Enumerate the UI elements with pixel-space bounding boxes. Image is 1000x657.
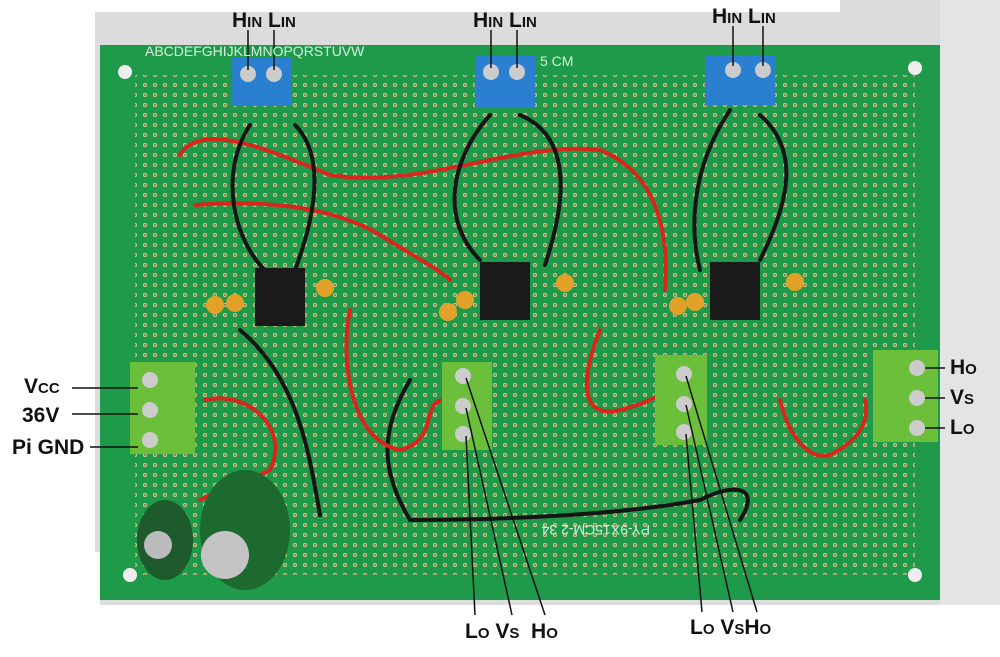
blue-terminal-blocks — [232, 55, 775, 108]
label-vs-right: VS — [950, 386, 975, 409]
label-lo-right: LO — [950, 416, 975, 439]
label-36v: 36V — [22, 404, 60, 427]
label-lo-vs-ho-1: LO VS HO — [465, 620, 558, 643]
board-model-text: PY-9X15CM-2 34 — [541, 522, 650, 538]
green-terminal-blocks — [130, 350, 938, 454]
label-lo-vs-ho-2: LO VSHO — [690, 616, 772, 639]
ic-sockets — [255, 262, 760, 326]
label-hin-lin-3: HIN LIN — [712, 5, 776, 28]
wires — [178, 108, 869, 523]
electrolytic-capacitors — [137, 470, 290, 590]
board-size-text: 5 CM — [540, 53, 573, 69]
annotation-leader-lines — [72, 26, 945, 616]
label-pi-gnd: Pi GND — [12, 436, 85, 459]
ceramic-capacitors — [206, 273, 804, 321]
label-ho-right: HO — [950, 356, 977, 379]
label-hin-lin-1: HIN LIN — [232, 9, 296, 32]
board-column-letters: ABCDEFGHIJKLMNOPQRSTUVW — [145, 43, 365, 59]
label-vcc: VCC — [24, 375, 60, 398]
label-hin-lin-2: HIN LIN — [473, 9, 537, 32]
